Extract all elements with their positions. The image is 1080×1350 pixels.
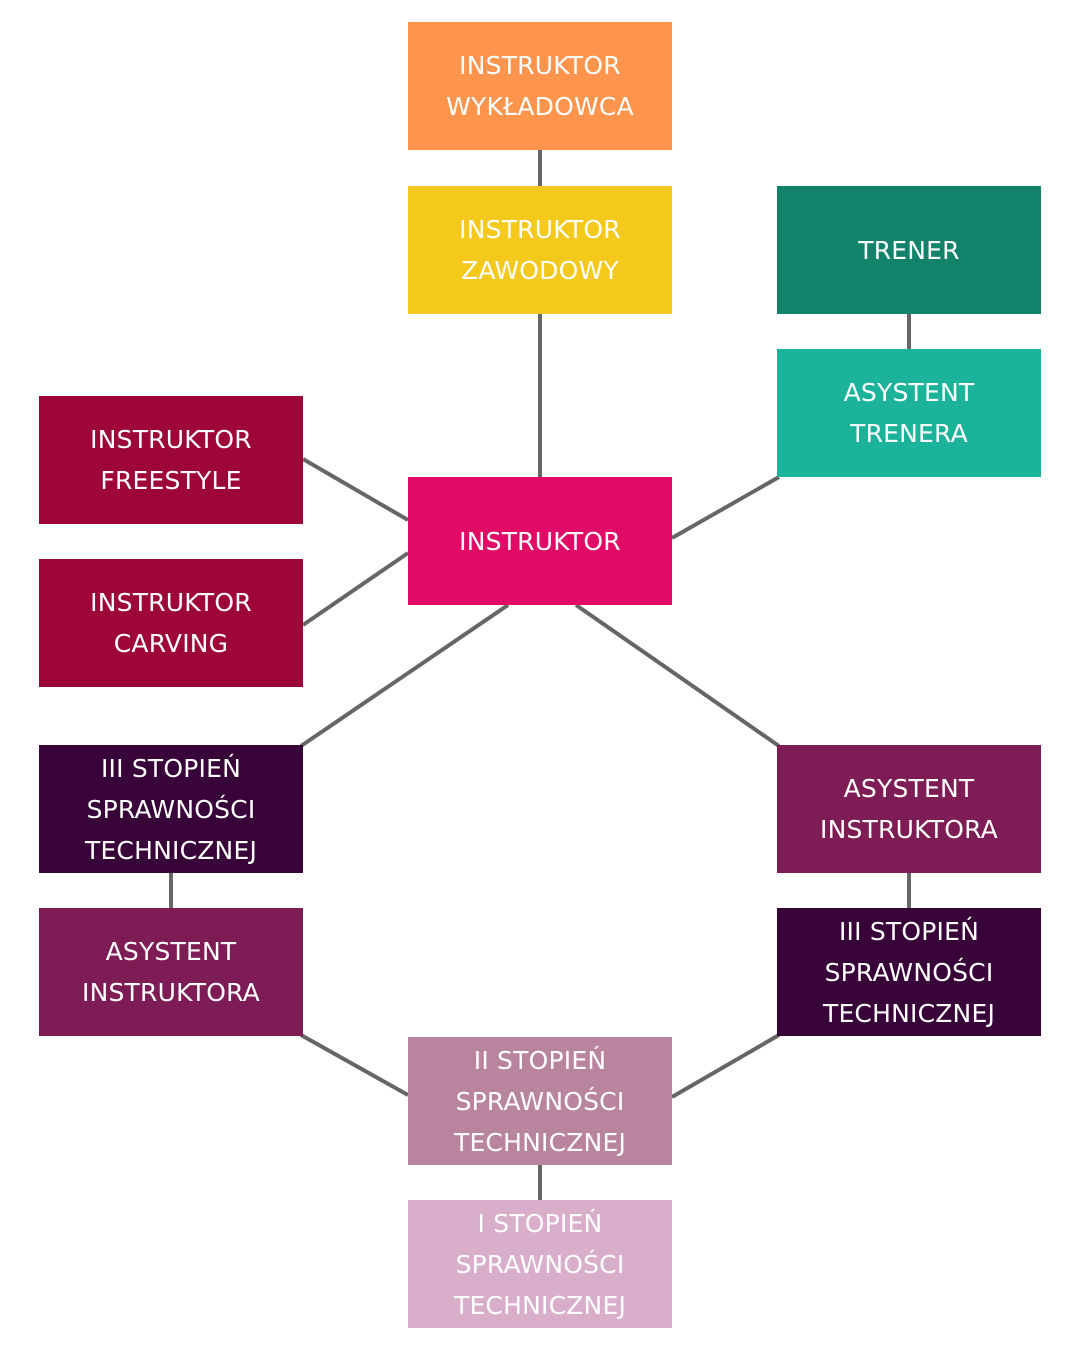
node-iii-stopien-right: III STOPIEŃ SPRAWNOŚCI TECHNICZNEJ: [777, 908, 1041, 1036]
node-label: TRENER: [858, 235, 960, 265]
connector-freestyle-instruktor: [301, 457, 410, 522]
node-label: INSTRUKTOR: [459, 526, 621, 556]
node-asystent-instruktora-right: ASYSTENT INSTRUKTORA: [777, 745, 1041, 873]
node-asystent-trenera: ASYSTENT TRENERA: [777, 349, 1041, 477]
node-label: III STOPIEŃ SPRAWNOŚCI TECHNICZNEJ: [84, 753, 258, 865]
node-instruktor-carving: INSTRUKTOR CARVING: [39, 559, 303, 687]
node-asystent-instruktora-left: ASYSTENT INSTRUKTORA: [39, 908, 303, 1036]
connector-instruktor-iii-left: [299, 603, 510, 748]
node-iii-stopien-left: III STOPIEŃ SPRAWNOŚCI TECHNICZNEJ: [39, 745, 303, 873]
connector-instruktor-asystent-instruktora-right: [574, 603, 781, 748]
node-instruktor-wykladowca: INSTRUKTOR WYKŁADOWCA: [408, 22, 672, 150]
node-label: III STOPIEŃ SPRAWNOŚCI TECHNICZNEJ: [822, 916, 996, 1028]
connector-asystent-trenera-instruktor: [671, 475, 780, 540]
node-label: INSTRUKTOR WYKŁADOWCA: [446, 51, 634, 121]
connector-carving-instruktor: [301, 551, 410, 627]
node-instruktor: INSTRUKTOR: [408, 477, 672, 605]
node-label: INSTRUKTOR CARVING: [90, 588, 252, 658]
node-label: ASYSTENT INSTRUKTORA: [82, 937, 260, 1007]
node-label: INSTRUKTOR FREESTYLE: [90, 425, 252, 495]
node-instruktor-zawodowy: INSTRUKTOR ZAWODOWY: [408, 186, 672, 314]
connector-asystent-instruktora-left-ii: [300, 1033, 409, 1097]
node-label: ASYSTENT TRENERA: [843, 378, 975, 448]
node-ii-stopien: II STOPIEŃ SPRAWNOŚCI TECHNICZNEJ: [408, 1037, 672, 1165]
node-label: INSTRUKTOR ZAWODOWY: [459, 215, 621, 285]
node-label: ASYSTENT INSTRUKTORA: [820, 774, 998, 844]
node-i-stopien: I STOPIEŃ SPRAWNOŚCI TECHNICZNEJ: [408, 1200, 672, 1328]
node-label: II STOPIEŃ SPRAWNOŚCI TECHNICZNEJ: [453, 1045, 627, 1157]
connector-iii-right-ii: [670, 1033, 781, 1099]
node-label: I STOPIEŃ SPRAWNOŚCI TECHNICZNEJ: [453, 1208, 627, 1320]
node-trener: TRENER: [777, 186, 1041, 314]
node-instruktor-freestyle: INSTRUKTOR FREESTYLE: [39, 396, 303, 524]
